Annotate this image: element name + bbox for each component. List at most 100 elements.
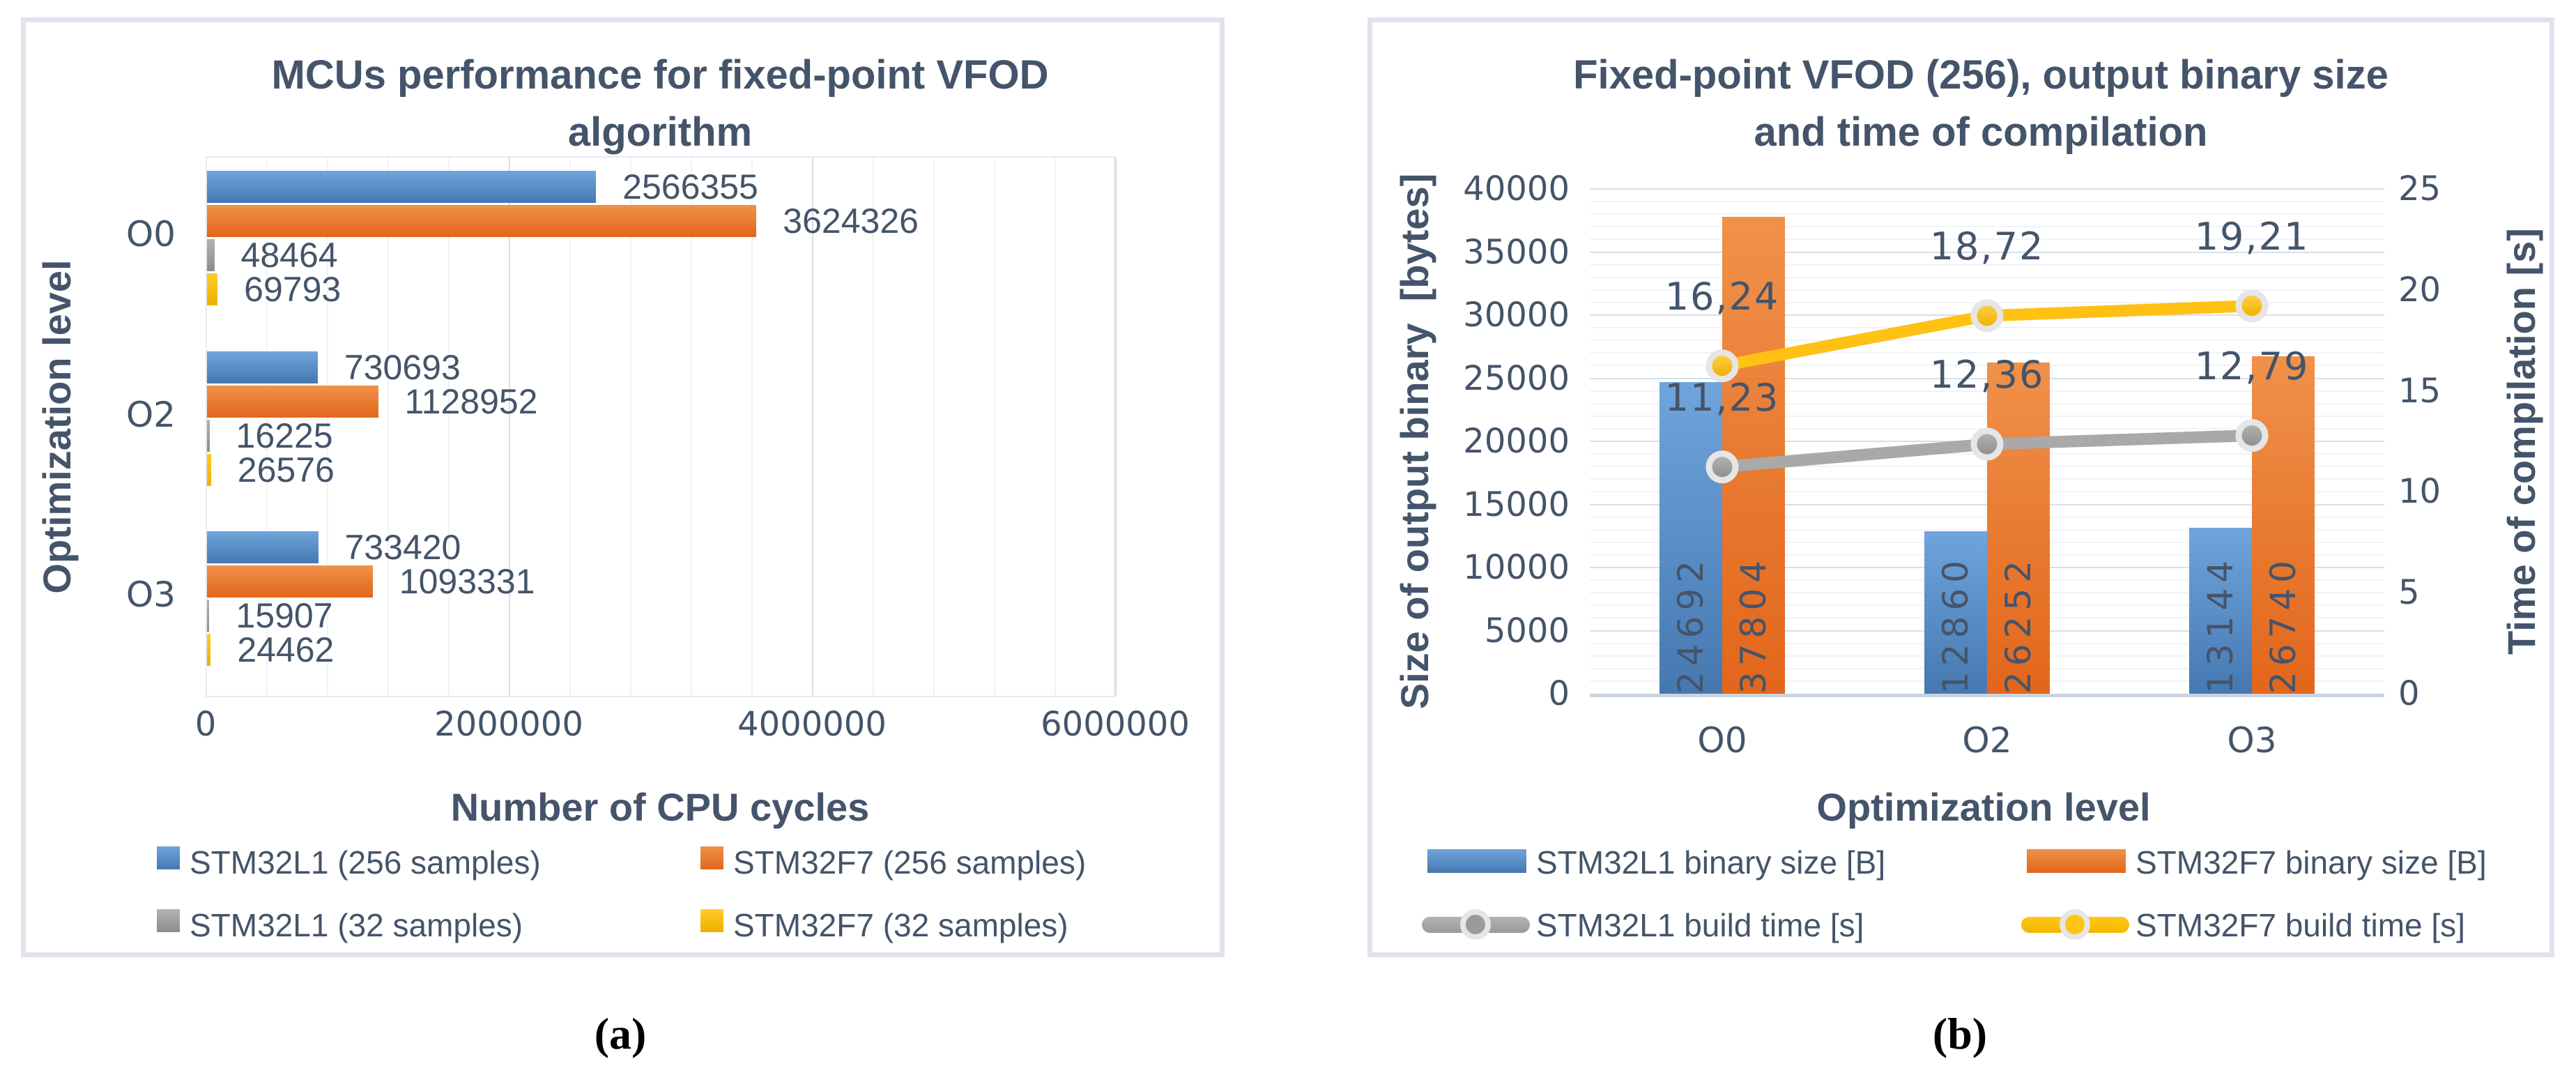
gridline-major bbox=[509, 158, 510, 696]
legend-label-stm32f7-32: STM32F7 (32 samples) bbox=[733, 907, 1068, 943]
gridline-minor bbox=[266, 158, 268, 696]
chart-b-left-axis-title: Size of output binary [bytes] bbox=[1393, 173, 1436, 710]
line-marker bbox=[1705, 450, 1739, 484]
gridline-minor bbox=[1590, 276, 2384, 278]
chart-b-title-line1: Fixed-point VFOD (256), output binary si… bbox=[1573, 52, 2389, 98]
chart-b-title-line2: and time of compilation bbox=[1754, 109, 2208, 155]
bar-stm32f7-256-samples- bbox=[207, 205, 757, 237]
bar-stm32f7-32-samples- bbox=[207, 273, 218, 305]
gridline-major bbox=[1590, 251, 2384, 253]
bar-stm32l1-32-samples- bbox=[207, 419, 210, 452]
left-y-tick-label: 40000 bbox=[1463, 169, 1570, 208]
bar-stm32f7-32-samples- bbox=[207, 453, 211, 486]
gridline-minor bbox=[1590, 289, 2384, 291]
gridline-minor bbox=[569, 158, 571, 696]
gridline-minor bbox=[691, 158, 692, 696]
gridline-minor bbox=[1590, 264, 2384, 266]
gridline-minor bbox=[1590, 213, 2384, 215]
line-marker bbox=[1970, 299, 2004, 333]
gridline-minor bbox=[994, 158, 995, 696]
chart-b-x-axis-line bbox=[1590, 694, 2384, 697]
legend-marker-l1-build-time bbox=[1460, 909, 1491, 940]
right-y-tick-label: 0 bbox=[2398, 674, 2420, 713]
caption-b: (b) bbox=[1932, 1009, 1988, 1058]
legend-label-f7-build-time: STM32F7 build time [s] bbox=[2136, 907, 2465, 943]
gridline-major bbox=[812, 158, 813, 696]
x-tick-label: O3 bbox=[2227, 720, 2277, 761]
right-y-tick-label: 20 bbox=[2398, 270, 2441, 310]
gridline-minor bbox=[630, 158, 631, 696]
data-label: 730693 bbox=[344, 347, 461, 387]
legend-label-f7-binary-size: STM32F7 binary size [B] bbox=[2136, 844, 2487, 881]
chart-b-x-axis-title: Optimization level bbox=[1816, 785, 2151, 829]
y-tick-label: O0 bbox=[125, 214, 176, 254]
legend-label-stm32l1-32: STM32L1 (32 samples) bbox=[190, 907, 523, 943]
gridline-minor bbox=[1590, 201, 2384, 203]
data-label: 48464 bbox=[240, 236, 338, 275]
left-y-tick-label: 25000 bbox=[1463, 358, 1570, 398]
legend-swatch-f7-binary-size bbox=[2027, 849, 2126, 873]
legend-swatch-l1-binary-size bbox=[1427, 849, 1526, 873]
gridline-minor bbox=[1055, 158, 1056, 696]
data-label: 26576 bbox=[237, 450, 335, 489]
data-label: 16225 bbox=[236, 416, 333, 455]
left-y-tick-label: 0 bbox=[1548, 674, 1570, 713]
left-y-tick-label: 30000 bbox=[1463, 296, 1570, 335]
left-y-tick-label: 20000 bbox=[1463, 422, 1570, 461]
gridline-minor bbox=[873, 158, 874, 696]
line-marker bbox=[1970, 427, 2004, 461]
legend-label-l1-binary-size: STM32L1 binary size [B] bbox=[1536, 844, 1886, 881]
legend-label-l1-build-time: STM32L1 build time [s] bbox=[1536, 907, 1864, 943]
bar-stm32l1-256-samples- bbox=[207, 531, 319, 564]
data-label: 69793 bbox=[244, 270, 342, 309]
right-y-tick-label: 15 bbox=[2398, 371, 2441, 411]
line-marker bbox=[2235, 419, 2269, 452]
gridline-minor bbox=[388, 158, 389, 696]
x-tick-label: 4000000 bbox=[737, 705, 887, 744]
bar-stm32l1-32-samples- bbox=[207, 600, 210, 632]
chart-a-title-line1: MCUs performance for fixed-point VFOD bbox=[271, 52, 1049, 98]
bar-stm32f7-256-samples- bbox=[207, 565, 373, 598]
line-value-label: 19,21 bbox=[2194, 214, 2310, 259]
gridline-minor bbox=[327, 158, 328, 696]
x-tick-label: 0 bbox=[194, 705, 217, 744]
gridline-minor bbox=[933, 158, 935, 696]
legend-swatch-stm32l1-256 bbox=[157, 846, 180, 869]
x-tick-label: 6000000 bbox=[1041, 705, 1190, 744]
gridline-major bbox=[1590, 188, 2384, 190]
data-label: 3624326 bbox=[783, 201, 919, 241]
legend-marker-f7-build-time bbox=[2060, 909, 2090, 940]
legend-label-stm32l1-256: STM32L1 (256 samples) bbox=[190, 844, 541, 881]
line-value-label: 16,24 bbox=[1664, 274, 1780, 319]
chart-a-x-axis-title: Number of CPU cycles bbox=[450, 785, 870, 829]
legend-swatch-stm32f7-256 bbox=[700, 846, 723, 869]
bar-stm32l1-256-samples- bbox=[207, 351, 318, 383]
bar-stm32f7-binary-size-b-: 26740 bbox=[2252, 356, 2315, 694]
gridline-minor bbox=[1590, 352, 2384, 354]
bar-stm32f7-binary-size-b-: 26252 bbox=[1987, 362, 2050, 694]
gridline-minor bbox=[1590, 340, 2384, 342]
line-marker bbox=[1705, 349, 1739, 383]
line-value-label: 12,36 bbox=[1929, 353, 2045, 397]
data-label: 733420 bbox=[344, 528, 461, 568]
data-label: 24462 bbox=[237, 630, 335, 670]
left-y-tick-label: 10000 bbox=[1463, 548, 1570, 587]
data-label: 2566355 bbox=[622, 167, 758, 206]
line-marker bbox=[2235, 289, 2269, 323]
gridline-minor bbox=[448, 158, 450, 696]
bar-stm32l1-binary-size-b-: 24692 bbox=[1659, 382, 1722, 694]
caption-a: (a) bbox=[594, 1009, 647, 1058]
right-y-tick-label: 25 bbox=[2398, 169, 2441, 208]
x-tick-label: 2000000 bbox=[434, 705, 583, 744]
legend-swatch-stm32l1-32 bbox=[157, 909, 180, 932]
build-time-lines bbox=[1705, 289, 2269, 484]
y-tick-label: O2 bbox=[125, 394, 176, 435]
x-tick-label: O0 bbox=[1697, 720, 1747, 761]
gridline-major bbox=[1115, 158, 1117, 696]
bar-stm32l1-256-samples- bbox=[207, 171, 597, 203]
bar-stm32l1-binary-size-b-: 13144 bbox=[2189, 528, 2252, 694]
legend-label-stm32f7-256: STM32F7 (256 samples) bbox=[733, 844, 1087, 881]
